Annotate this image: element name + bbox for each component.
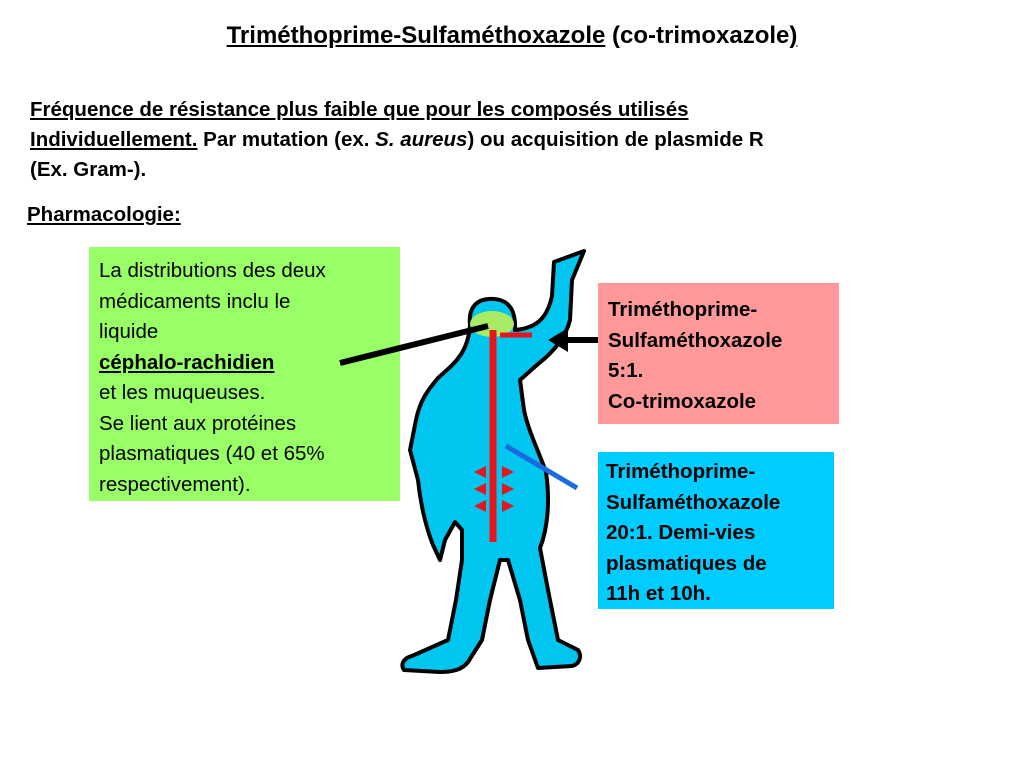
distribution-box: La distributions des deux médicaments in… (89, 247, 400, 501)
blue-line-5: 11h et 10h. (606, 582, 711, 605)
green-line-7: plasmatiques (40 et 65% (99, 442, 325, 465)
pointer-to-head (339, 323, 489, 366)
green-line-4: céphalo-rachidien (99, 350, 275, 374)
intro-plasmide: ) ou acquisition de plasmide R (467, 128, 764, 151)
section-label: Pharmacologie: (27, 203, 181, 226)
intro-mutation: Par mutation (ex. (197, 128, 376, 151)
kidney-line (504, 443, 579, 491)
chevron-left-1 (474, 466, 486, 478)
intro-line-2: Individuellement. Par mutation (ex. S. a… (30, 125, 980, 155)
title-main: Triméthoprime-Sulfaméthoxazole (226, 22, 606, 49)
chevron-right-2 (502, 483, 514, 495)
intro-line-3: (Ex. Gram-). (30, 158, 147, 181)
ratio-box-5-1: Triméthoprime- Sulfaméthoxazole 5:1. Co-… (598, 283, 839, 424)
arrow-head-icon (548, 328, 568, 352)
intro-paragraph: Fréquence de résistance plus faible que … (30, 95, 980, 185)
slide-title: Triméthoprime-Sulfaméthoxazole (co-trimo… (0, 22, 1024, 50)
pink-line-3: 5:1. (608, 359, 644, 382)
green-line-5: et les muqueuses. (99, 381, 266, 404)
chevron-left-2 (474, 483, 486, 495)
blue-line-4: plasmatiques de (606, 551, 767, 575)
green-line-2: médicaments inclu le (99, 289, 291, 313)
intro-s-aureus: S. aureus (375, 128, 468, 151)
green-line-1: La distributions des deux (99, 259, 326, 282)
chevron-left-3 (474, 500, 486, 512)
title-paren-open: ( (612, 22, 621, 49)
chevron-right-3 (502, 500, 514, 512)
blue-line-1: Triméthoprime- (606, 460, 756, 483)
chevron-right-1 (502, 466, 514, 478)
blue-line-2: Sulfaméthoxazole (606, 490, 781, 514)
title-paren-close: ) (789, 22, 798, 49)
green-line-8: respectivement). (99, 472, 251, 496)
green-line-6: Se lient aux protéines (99, 411, 297, 435)
pink-line-1: Triméthoprime- (608, 298, 758, 321)
intro-individuellement: Individuellement. (30, 128, 198, 151)
pink-line-4: Co-trimoxazole (608, 389, 757, 413)
green-line-3: liquide (99, 320, 159, 343)
intro-line-1: Fréquence de résistance plus faible que … (30, 98, 689, 121)
title-paren-inner: co-trimoxazole (620, 22, 790, 49)
ratio-box-20-1: Triméthoprime- Sulfaméthoxazole 20:1. De… (598, 452, 834, 609)
pink-line-2: Sulfaméthoxazole (608, 328, 783, 352)
blue-line-3: 20:1. Demi-vies (606, 521, 756, 544)
